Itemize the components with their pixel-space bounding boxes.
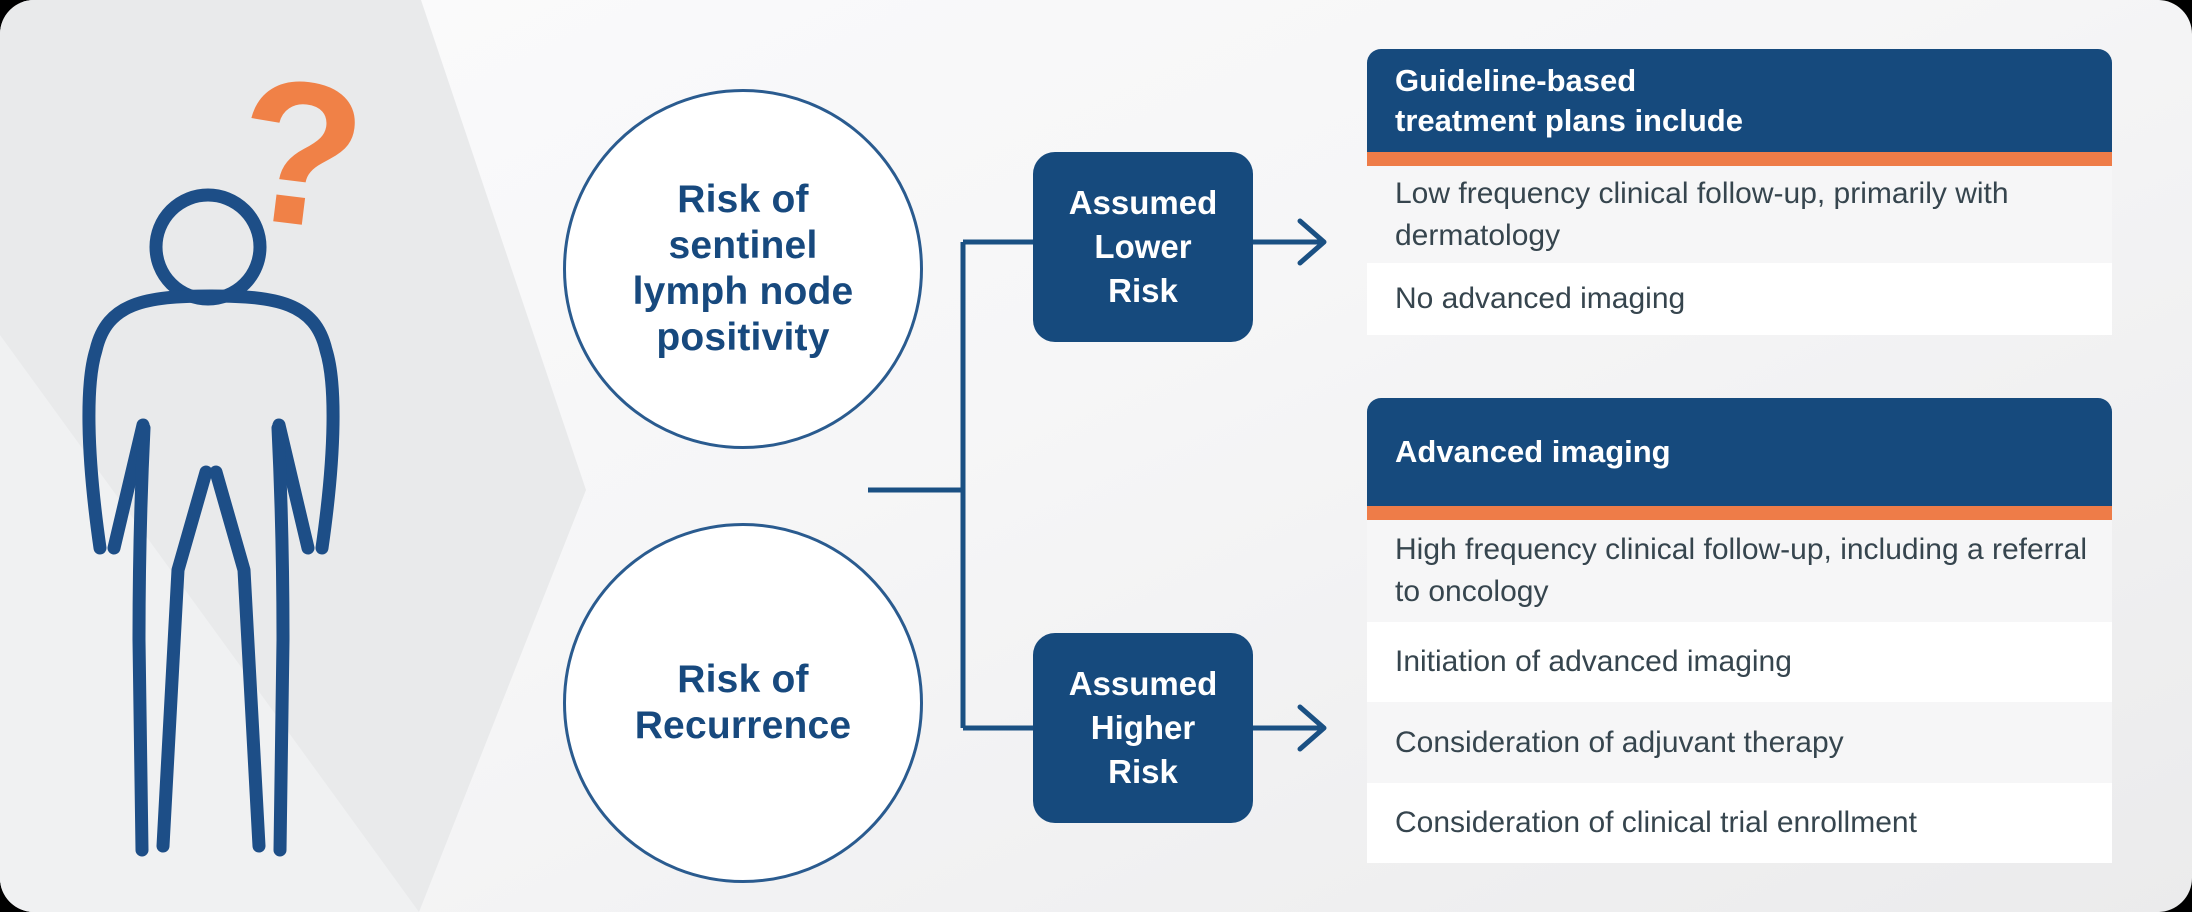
circle-risk-recurrence-label: Risk of Recurrence <box>634 658 852 747</box>
person-left-side-leg <box>132 421 151 857</box>
person-left-inner-leg <box>156 465 213 853</box>
treatment-item: High frequency clinical follow-up, inclu… <box>1367 520 2112 622</box>
circle-risk-recurrence: Risk of Recurrence <box>563 523 923 883</box>
person-right-side-leg <box>271 421 290 857</box>
box-assumed-higher-risk: Assumed Higher Risk <box>1033 633 1253 823</box>
panel-guideline-treatment-header: Guideline-based treatment plans include <box>1367 49 2112 152</box>
person-icon <box>82 188 340 857</box>
box-assumed-lower-risk: Assumed Lower Risk <box>1033 152 1253 342</box>
question-mark-icon: ? <box>224 33 377 275</box>
person-right-inner-leg <box>209 465 266 853</box>
treatment-item: Initiation of advanced imaging <box>1367 622 2112 702</box>
panel-guideline-treatment: Guideline-based treatment plans include … <box>1367 49 2112 335</box>
box-assumed-higher-risk-label: Assumed Higher Risk <box>1068 665 1218 790</box>
box-assumed-lower-risk-label: Assumed Lower Risk <box>1068 184 1218 309</box>
panel-advanced-imaging-header: Advanced imaging <box>1367 398 2112 506</box>
circle-risk-sentinel-lymph-node-label: Risk of sentinel lymph node positivity <box>632 178 854 359</box>
treatment-item: Consideration of clinical trial enrollme… <box>1367 783 2112 863</box>
treatment-item: Low frequency clinical follow-up, primar… <box>1367 166 2112 263</box>
orange-accent-stripe <box>1367 506 2112 520</box>
circle-risk-sentinel-lymph-node: Risk of sentinel lymph node positivity <box>563 89 923 449</box>
panel-advanced-imaging-title: Advanced imaging <box>1395 434 1671 469</box>
treatment-item: No advanced imaging <box>1367 263 2112 335</box>
orange-accent-stripe <box>1367 152 2112 166</box>
panel-guideline-treatment-title: Guideline-based treatment plans include <box>1395 62 1743 138</box>
light-chevron-shape <box>0 335 419 912</box>
treatment-item: Consideration of adjuvant therapy <box>1367 702 2112 783</box>
person-shoulders-arms <box>82 289 340 555</box>
panel-advanced-imaging: Advanced imaging High frequency clinical… <box>1367 398 2112 863</box>
